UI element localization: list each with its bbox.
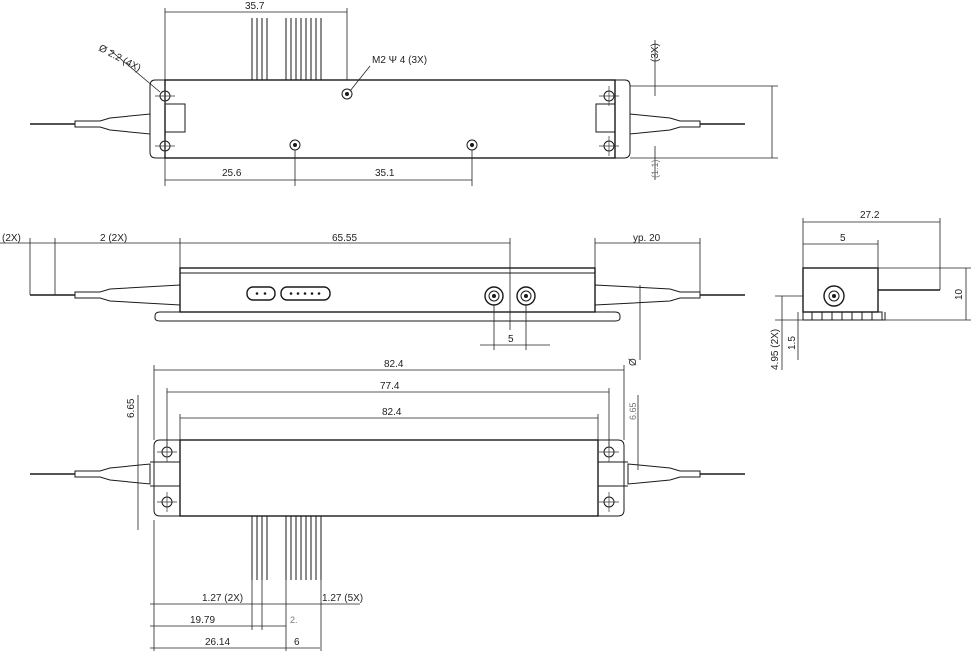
bottom-left-flange (153, 439, 180, 517)
bottom-dimensions (137, 365, 639, 651)
bottom-right-fiber (627, 463, 745, 485)
dim-end-offset: 5 (840, 233, 846, 244)
top-right-fiber (629, 113, 745, 135)
side-right-fiber (594, 284, 745, 306)
dim-bottom-body: 82.4 (382, 407, 402, 418)
dim-pin-pitch-5: 1.27 (5X) (322, 593, 363, 604)
dim-side-diameter: Ø (628, 358, 639, 366)
dim-end-width: 27.2 (860, 210, 880, 221)
dim-pin-pitch-2: 1.27 (2X) (202, 593, 243, 604)
bottom-view: 82.4 77.4 82.4 6.65 6.65 1.27 (2X) 1.27 … (30, 359, 745, 651)
dim-bottom-mount: 77.4 (380, 381, 400, 392)
bottom-right-flange (598, 439, 625, 517)
dim-side-left-1: (2X) (2, 233, 21, 244)
top-view: 35.7 Ø 2.2 (4X) M2 Ψ 4 (3X) (3X) 25.6 35… (30, 1, 778, 186)
dim-end-height: 10 (954, 288, 965, 300)
dim-side-left-2: 2 (2X) (100, 233, 127, 244)
end-view-base (802, 312, 886, 321)
dim-pin-small: 2. (290, 615, 298, 625)
dim-hole-dia: Ø 2.2 (4X) (97, 43, 143, 74)
dim-connector-pitch: 5 (508, 334, 514, 345)
dim-side-length: 65.55 (332, 233, 357, 244)
dim-spacing-1: 25.6 (222, 168, 242, 179)
side-left-base (154, 311, 180, 322)
end-coax-icon (823, 285, 845, 307)
bottom-pins (251, 516, 322, 580)
end-view: 27.2 5 10 4.95 (2X) 1.5 (770, 210, 971, 370)
top-right-flange-notch (595, 103, 615, 133)
dim-end-thickness: 4.95 (2X) (770, 329, 781, 370)
dim-bottom-height-right: 6.65 (628, 402, 638, 420)
top-dimensions (109, 8, 778, 186)
dim-pin-offset-1: 19.79 (190, 615, 215, 626)
dim-side-right: yp. 20 (633, 233, 661, 244)
dim-thread: M2 Ψ 4 (3X) (372, 55, 427, 66)
top-view-body (164, 79, 616, 159)
dim-bottom-height-left: 6.65 (126, 398, 137, 418)
dim-top-width: 35.7 (245, 1, 265, 12)
bottom-view-body (179, 439, 599, 517)
connector-5pin (280, 286, 331, 301)
dim-right-top: (3X) (650, 43, 661, 62)
top-left-flange-notch (165, 103, 186, 133)
dim-pin-group: 6 (294, 637, 300, 648)
top-pins (251, 18, 322, 80)
top-center-lines (155, 86, 619, 156)
top-left-fiber (30, 113, 151, 135)
connector-2pin (246, 286, 276, 301)
side-left-fiber (30, 284, 181, 306)
end-view-body (802, 267, 879, 313)
side-right-base (595, 311, 621, 322)
mount-hole-icon (159, 90, 615, 152)
dim-right-bottom: (1.1) (650, 159, 660, 178)
dim-bottom-overall: 82.4 (384, 359, 404, 370)
dim-end-flange: 1.5 (787, 336, 798, 350)
bottom-left-fiber (30, 463, 151, 485)
end-dimensions (775, 218, 971, 370)
side-dimensions (0, 238, 701, 360)
bottom-mount-hole-icon (161, 446, 615, 508)
thread-hole-icon (289, 88, 478, 151)
dim-pin-offset-2: 26.14 (205, 637, 230, 648)
side-view: (2X) 2 (2X) 65.55 yp. 20 5 Ø (0, 233, 745, 366)
dim-spacing-2: 35.1 (375, 168, 395, 179)
